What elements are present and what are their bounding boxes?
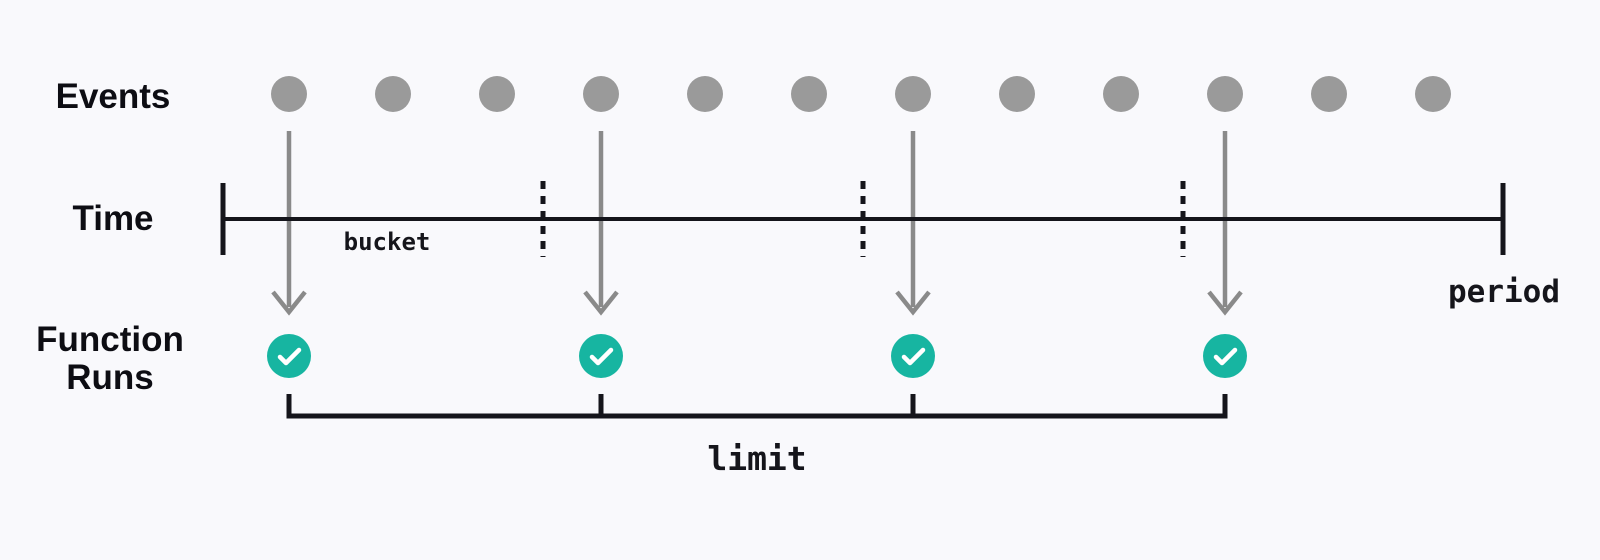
event-dot	[271, 76, 307, 112]
time-row-label: Time	[72, 199, 153, 238]
check-icon	[901, 347, 926, 366]
function-runs-row-label-line1: Function	[36, 320, 184, 359]
bucket-label: bucket	[344, 228, 431, 256]
function-run	[1203, 334, 1247, 378]
check-icon	[589, 347, 614, 366]
event-arrow	[1207, 131, 1243, 316]
event-dot	[583, 76, 619, 112]
arrows-layer	[271, 131, 1243, 316]
function-run-circle	[267, 334, 311, 378]
function-run	[267, 334, 311, 378]
event-dots-layer	[271, 76, 1451, 112]
function-run-circle	[1203, 334, 1247, 378]
event-arrow-head-icon	[271, 290, 307, 316]
event-dot	[375, 76, 411, 112]
function-run	[891, 334, 935, 378]
event-dot	[999, 76, 1035, 112]
function-run-circle	[891, 334, 935, 378]
event-arrow-head-icon	[583, 290, 619, 316]
event-arrow	[895, 131, 931, 316]
event-dot	[687, 76, 723, 112]
function-runs-layer	[267, 334, 1247, 378]
event-arrow-head-icon	[1207, 290, 1243, 316]
event-arrow	[583, 131, 619, 316]
event-dot	[479, 76, 515, 112]
event-dot	[1207, 76, 1243, 112]
event-dot	[1415, 76, 1451, 112]
event-arrow-head-icon	[895, 290, 931, 316]
limit-label: limit	[707, 439, 806, 478]
limit-bracket-layer	[286, 394, 1228, 419]
function-run-circle	[579, 334, 623, 378]
function-run	[579, 334, 623, 378]
check-icon	[277, 347, 302, 366]
event-dot	[791, 76, 827, 112]
period-label: period	[1448, 274, 1560, 310]
event-dot	[1103, 76, 1139, 112]
check-icon	[1213, 347, 1238, 366]
function-runs-row-label-line2: Runs	[66, 358, 154, 397]
timeline-layer	[220, 181, 1506, 257]
event-dot	[895, 76, 931, 112]
limit-bracket-outline	[286, 394, 1228, 419]
events-row-label: Events	[56, 77, 171, 116]
event-arrow	[271, 131, 307, 316]
event-dot	[1311, 76, 1347, 112]
